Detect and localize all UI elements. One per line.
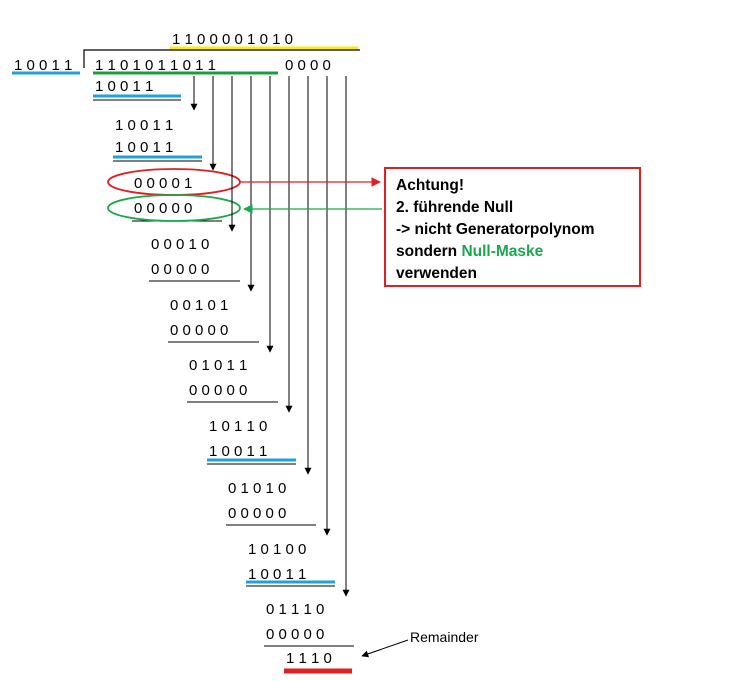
step-minuend: 0 1 0 1 0: [228, 480, 286, 497]
step-subtrahend: 0 0 0 0 0: [189, 382, 247, 399]
null-mask-highlight: Null-Maske: [461, 243, 544, 260]
step-minuend: 1 0 1 0 0: [248, 541, 306, 558]
step-minuend: 0 1 1 1 0: [266, 601, 324, 618]
step-subtrahend: 0 0 0 0 0: [151, 261, 209, 278]
step-subtrahend: 1 0 0 1 1: [115, 139, 173, 156]
step-subtrahend: 1 0 0 1 1: [95, 78, 153, 95]
step-subtrahend: 1 0 0 1 1: [209, 443, 267, 460]
step-minuend: 0 1 0 1 1: [189, 357, 247, 374]
step-subtrahend: 0 0 0 0 0: [170, 322, 228, 339]
note-line: sondern Null-Maske: [396, 241, 629, 263]
note-line: -> nicht Generatorpolynom: [396, 221, 595, 238]
appended-zeros: 0 0 0 0: [285, 57, 331, 74]
step-subtrahend: 0 0 0 0 0: [134, 200, 192, 217]
step-minuend: 1 0 1 1 0: [209, 418, 267, 435]
note-line: verwenden: [396, 265, 477, 282]
step-minuend: 1 0 0 1 1: [115, 117, 173, 134]
step-minuend: 0 0 0 0 1: [134, 175, 192, 192]
division-bracket: [83, 49, 360, 68]
dividend: 1 1 0 1 0 1 1 0 1 1: [95, 57, 216, 74]
note-line: 2. führende Null: [396, 199, 514, 216]
note-title: Achtung!: [396, 177, 465, 194]
bring-down-arrows: [190, 76, 350, 597]
step-subtrahend: 0 0 0 0 0: [266, 626, 324, 643]
step-minuend: 0 0 0 1 0: [151, 236, 209, 253]
warning-note: Achtung! 2. führende Null -> nicht Gener…: [384, 167, 641, 287]
null-mask-circle: [107, 194, 241, 222]
step-subtrahend: 0 0 0 0 0: [228, 505, 286, 522]
step-minuend: 0 0 1 0 1: [170, 297, 228, 314]
step-subtrahend: 1 0 0 1 1: [248, 566, 306, 583]
note-text: sondern: [396, 243, 462, 260]
quotient: 1 1 0 0 0 0 1 0 1 0: [172, 31, 293, 48]
remainder-arrow: [361, 639, 409, 658]
divisor: 1 0 0 1 1: [14, 57, 72, 74]
remainder: 1 1 1 0: [286, 650, 332, 667]
remainder-label: Remainder: [410, 629, 479, 645]
